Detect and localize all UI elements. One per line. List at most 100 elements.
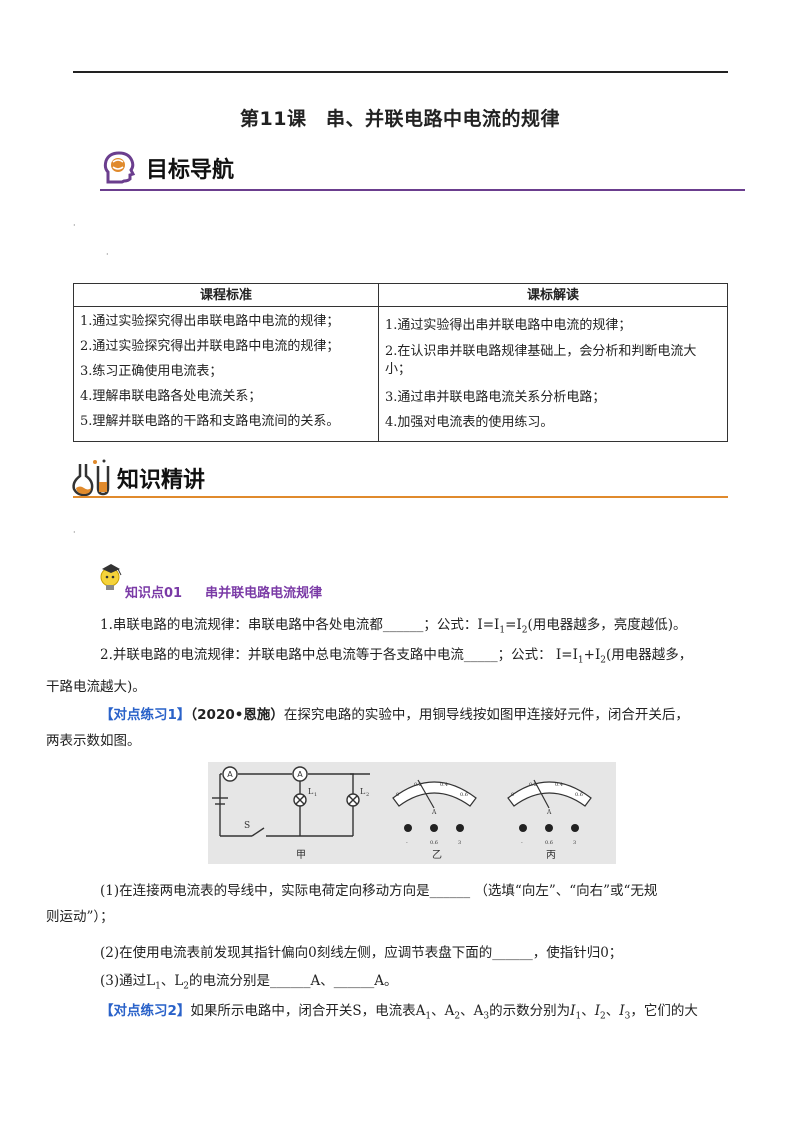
flask-icon (70, 458, 114, 498)
dial-unit: A (431, 809, 437, 816)
terminal-label: - (406, 840, 408, 846)
subscript: 1 (155, 981, 161, 992)
figure-label: 乙 (432, 849, 442, 861)
circuit-figure: A A L 1 L 2 S 甲 0 0.2 0.4 0.6 A - 0.6 3 … (208, 762, 616, 864)
interpretation-item: 2.在认识串并联电路规律基础上，会分析和判断电流大小； (385, 344, 697, 377)
decor-dot: · (73, 528, 76, 537)
lamp-label: L (308, 787, 314, 796)
interpretation-item: 4.加强对电流表的使用练习。 (385, 415, 554, 430)
knowledge-rule (73, 496, 728, 498)
terminal-label: 0.6 (430, 840, 438, 846)
exercise2-text: 如果所示电路中，闭合开关S，电流表A (190, 1003, 426, 1019)
lesson-title: 第11课 串、并联电路中电流的规律 (240, 108, 560, 130)
interpretation-item: 3.通过串并联电路电流关系分析电路； (385, 390, 606, 405)
standards-cell: 1.通过实验探究得出串联电路中电流的规律； 2.通过实验探究得出并联电路中电流的… (73, 306, 379, 442)
scale-tick: 0.4 (440, 782, 448, 788)
scale-tick: 0.4 (555, 782, 563, 788)
question-text: (1)在连接两电流表的导线中，实际电荷定向移动方向是______ （选填“向左”… (100, 883, 658, 899)
parallel-rule-text: (用电器越多， (606, 647, 693, 663)
series-rule-text: =I (505, 617, 522, 633)
subscript: 1 (577, 655, 584, 666)
interpretation-item: 1.通过实验得出串并联电路中电流的规律； (385, 318, 632, 333)
knowledge-point-heading: 知识点01 串并联电路电流规律 (125, 582, 322, 601)
subscript: 2 (183, 981, 190, 992)
standard-item: 3.练习正确使用电流表； (80, 364, 223, 379)
ammeter-label: A (297, 770, 303, 779)
figure-label: 丙 (546, 850, 556, 861)
ammeter-dial-bing: 0 0.2 0.4 0.6 A - 0.6 3 丙 (507, 779, 592, 861)
parallel-rule-text: 干路电流越大)。 (46, 678, 146, 695)
exercise2-tag: 【对点练习2】 (100, 1003, 191, 1019)
exercise1-text: 两表示数如图。 (46, 733, 141, 749)
subscript: 2 (600, 1011, 606, 1022)
knowledge-point-title: 串并联电路电流规律 (205, 586, 323, 601)
subscript: 3 (483, 1011, 490, 1022)
exercise2-text: 的示数分别为 (489, 1003, 571, 1019)
standards-table: 课程标准 课标解读 1.通过实验探究得出串联电路中电流的规律； 2.通过实验探究… (73, 283, 728, 442)
scale-tick: 0 (511, 792, 514, 798)
table-header: 课程标准 (73, 283, 379, 307)
parallel-rule-text: +I (583, 647, 601, 663)
switch-label: S (244, 821, 250, 831)
subscript: 2 (600, 655, 607, 666)
question-text: (2)在使用电流表前发现其指针偏向0刻线左侧，应调节表盘下面的______，使指… (100, 945, 623, 961)
dial-unit: A (546, 809, 552, 816)
lamp-sub: 1 (314, 792, 317, 798)
exercise1-question3: (3)通过L1、L2的电流分别是______A、______A。 (73, 968, 728, 1000)
exercise1-question1: (1)在连接两电流表的导线中，实际电荷定向移动方向是______ （选填“向左”… (46, 878, 728, 930)
lightbulb-icon (96, 562, 126, 592)
lamp-sub: 2 (366, 792, 369, 798)
series-rule-paragraph: 1.串联电路的电流规律：串联电路中各处电流都______；公式：I=I1=I2(… (73, 612, 728, 644)
table-header: 课标解读 (378, 283, 728, 307)
exercise1-question2: (2)在使用电流表前发现其指针偏向0刻线左侧，应调节表盘下面的______，使指… (73, 940, 728, 966)
subscript: 2 (521, 625, 528, 636)
top-rule (73, 71, 728, 73)
decor-dot: · (73, 221, 76, 230)
question-text: 的电流分别是______A、______A。 (189, 973, 398, 989)
exercise2-text: ，它们的大 (630, 1003, 698, 1019)
exercise1-paragraph: 【对点练习1】（2020•恩施）在探究电路的实验中，用铜导线按如图甲连接好元件，… (46, 702, 728, 754)
interpretation-cell: 1.通过实验得出串并联电路中电流的规律； 2.在认识串并联电路规律基础上，会分析… (378, 306, 728, 442)
goal-nav-rule (100, 189, 745, 191)
parallel-rule-paragraph: 2.并联电路的电流规律：并联电路中总电流等于各支路中电流_____；公式： I=… (46, 642, 728, 700)
question-text: (3)通过L (100, 973, 156, 989)
parallel-rule-text: 2.并联电路的电流规律：并联电路中总电流等于各支路中电流_____；公式： I=… (100, 647, 578, 663)
scale-tick: 0.2 (414, 782, 422, 788)
exercise2-text: 、A (460, 1003, 484, 1019)
exercise2-paragraph: 【对点练习2】如果所示电路中，闭合开关S，电流表A1、A2、A3的示数分别为I1… (100, 1003, 698, 1022)
standard-item: 5.理解并联电路的干路和支路电流间的关系。 (80, 414, 340, 429)
ammeter-dial-yi: 0 0.2 0.4 0.6 A - 0.6 3 乙 (392, 779, 477, 861)
terminal-label: 0.6 (545, 840, 553, 846)
terminal-label: - (521, 840, 523, 846)
section-goal-nav: 目标导航 (146, 158, 235, 183)
subscript: 1 (575, 1011, 582, 1022)
standard-item: 4.理解串联电路各处电流关系； (80, 389, 262, 404)
lamp-label: L (360, 787, 366, 796)
standard-item: 1.通过实验探究得出串联电路中电流的规律； (80, 314, 340, 329)
exercise2-text: 、A (431, 1003, 455, 1019)
brain-icon (100, 148, 140, 188)
subscript: 3 (624, 1011, 631, 1022)
exercise1-text: 在探究电路的实验中，用铜导线按如图甲连接好元件，闭合开关后， (283, 707, 689, 723)
decor-dot: · (106, 250, 109, 259)
scale-tick: 0.6 (575, 792, 583, 798)
exercise1-tag: 【对点练习1】 (100, 707, 191, 723)
subscript: 2 (454, 1011, 461, 1022)
standard-item: 2.通过实验探究得出并联电路中电流的规律； (80, 339, 340, 354)
section-knowledge: 知识精讲 (117, 468, 206, 493)
subscript: 1 (499, 625, 506, 636)
subscript: 1 (425, 1011, 432, 1022)
scale-tick: 0 (396, 792, 399, 798)
terminal-label: 3 (573, 840, 576, 846)
series-rule-text: 1.串联电路的电流规律：串联电路中各处电流都______；公式：I=I (100, 617, 500, 633)
ammeter-label: A (227, 770, 233, 779)
exercise1-source: （2020•恩施） (190, 707, 284, 723)
scale-tick: 0.2 (529, 782, 537, 788)
question-text: 、L (160, 973, 184, 989)
terminal-label: 3 (458, 840, 461, 846)
figure-label: 甲 (296, 850, 306, 861)
knowledge-point-label: 知识点01 (125, 586, 183, 601)
question-text: 则运动”）； (46, 909, 114, 925)
series-rule-text: (用电器越多，亮度越低)。 (527, 617, 687, 633)
scale-tick: 0.6 (460, 792, 468, 798)
